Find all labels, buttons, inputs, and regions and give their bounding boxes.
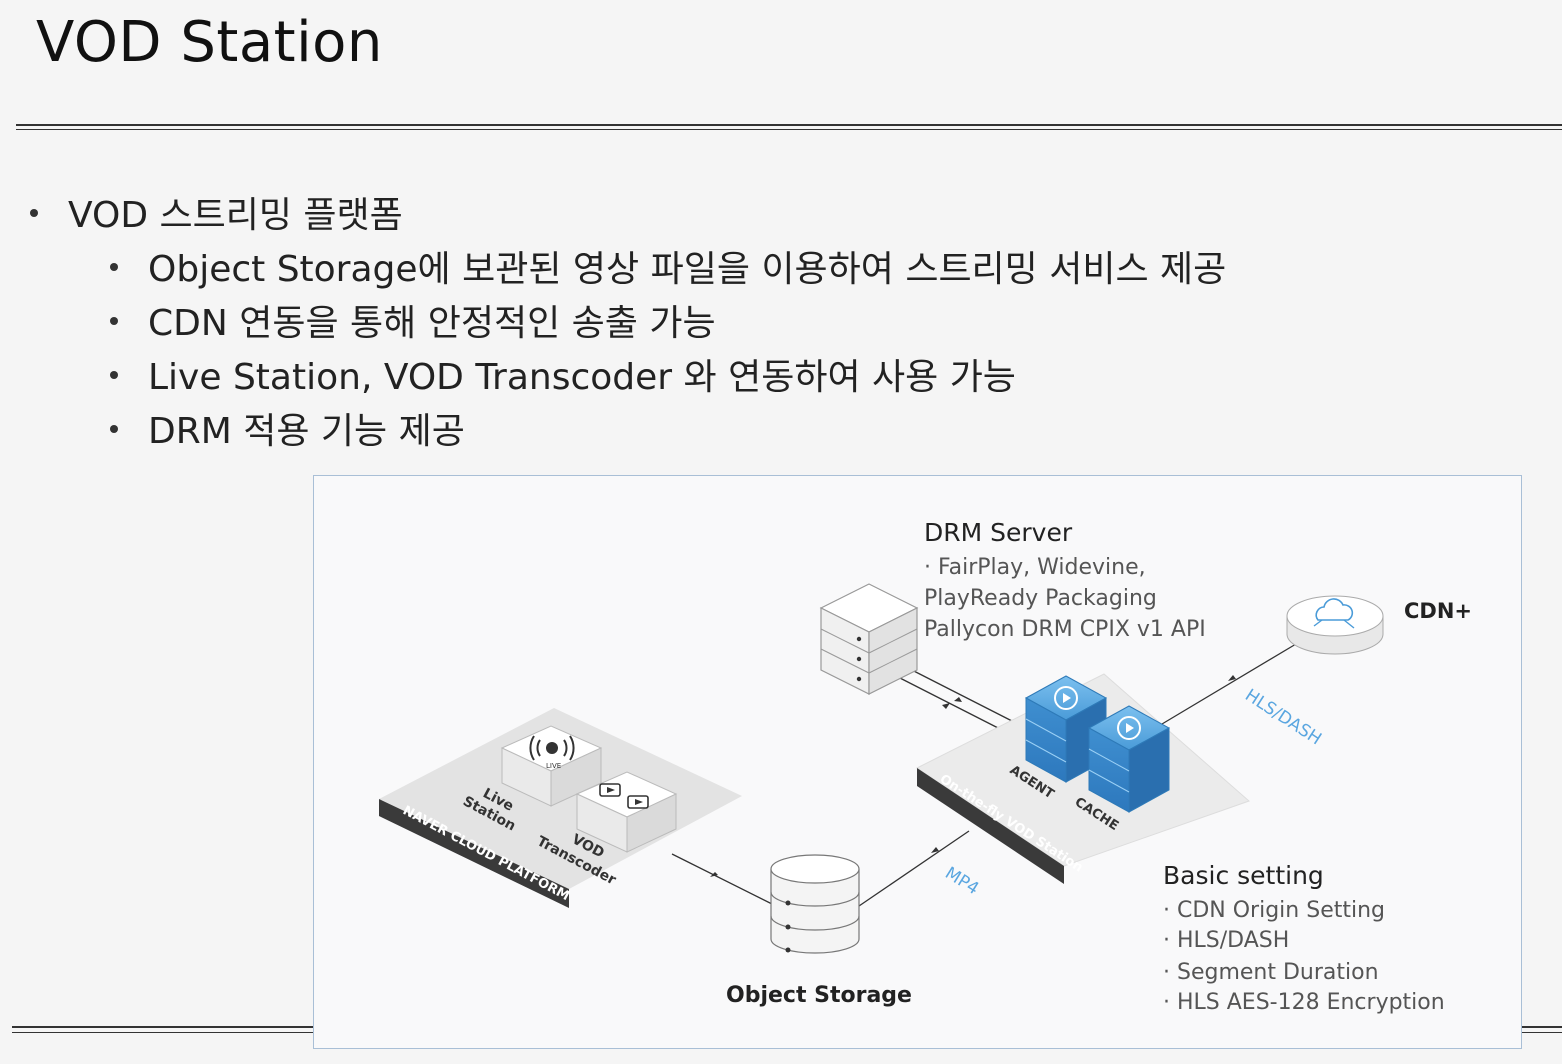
live-icon-text: LIVE [546, 762, 561, 770]
basic-setting-line-2: · HLS/DASH [1163, 928, 1289, 953]
architecture-diagram: NAVER CLOUD PLATFORM LIVE Live Station [313, 475, 1522, 1049]
basic-setting-line-3: · Segment Duration [1163, 960, 1379, 985]
arrowhead-icon [1228, 675, 1236, 681]
bullet-item: VOD 스트리밍 플랫폼 [30, 186, 403, 238]
cdn-label: CDN+ [1404, 599, 1472, 623]
bullet-dot-icon [110, 425, 118, 433]
drm-to-agent-line-2 [903, 665, 1013, 722]
arrowheads [710, 675, 1236, 877]
storage-to-otf-line [858, 830, 970, 907]
sub-bullet-item: DRM 적용 기능 제공 [110, 402, 465, 454]
otf-vod-station-block: On-the-fly VOD Station AGE [916, 673, 1250, 884]
header-divider [16, 124, 1562, 126]
bullet-text: CDN 연동을 통해 안정적인 송출 가능 [148, 303, 716, 344]
arrowhead-icon [954, 697, 962, 702]
mp4-label: MP4 [941, 863, 982, 899]
cache-to-cdn-line [1161, 643, 1297, 725]
arrowhead-icon [710, 872, 718, 877]
hls-dash-label: HLS/DASH [1241, 685, 1325, 749]
arrowhead-icon [942, 703, 950, 709]
connector-lines [671, 643, 1297, 907]
sub-bullet-item: CDN 연동을 통해 안정적인 송출 가능 [110, 294, 716, 346]
ncp-platform-band [379, 799, 569, 908]
drm-server-title: DRM Server [924, 518, 1073, 547]
diagram-canvas: NAVER CLOUD PLATFORM LIVE Live Station [379, 518, 1472, 1015]
bullet-text: VOD 스트리밍 플랫폼 [68, 195, 403, 236]
drm-to-agent-line-1 [895, 675, 1005, 732]
object-storage-icon [770, 854, 860, 954]
ncp-to-storage-line [671, 853, 777, 907]
bullet-dot-icon [110, 317, 118, 325]
object-storage-label: Object Storage [726, 983, 912, 1008]
drm-server-line-1: · FairPlay, Widevine, [924, 555, 1146, 580]
bullet-text: Object Storage에 보관된 영상 파일을 이용하여 스트리밍 서비스… [148, 249, 1227, 290]
drm-server-icon [819, 583, 919, 695]
cdn-icon [1286, 595, 1384, 655]
arrowhead-icon [931, 847, 939, 853]
drm-server-line-3: Pallycon DRM CPIX v1 API [924, 617, 1206, 642]
bullet-dot-icon [30, 209, 38, 217]
cache-server-stack-icon [1087, 705, 1171, 813]
ncp-platform-block: NAVER CLOUD PLATFORM LIVE Live Station [379, 708, 742, 908]
drm-server-line-2: PlayReady Packaging [924, 586, 1157, 611]
otf-platform-band [917, 768, 1064, 884]
vod-transcoder-box [575, 771, 678, 853]
cloud-icon [1315, 598, 1354, 621]
sub-bullet-item: Object Storage에 보관된 영상 파일을 이용하여 스트리밍 서비스… [110, 240, 1226, 292]
bullet-dot-icon [110, 371, 118, 379]
slide-title: VOD Station [36, 10, 383, 75]
transcode-icon [599, 783, 621, 797]
basic-setting-line-1: · CDN Origin Setting [1163, 898, 1385, 923]
live-broadcast-icon [546, 742, 558, 754]
bullet-dot-icon [110, 263, 118, 271]
header-divider-thin [16, 129, 1562, 130]
basic-setting-line-4: · HLS AES-128 Encryption [1163, 990, 1445, 1015]
sub-bullet-item: Live Station, VOD Transcoder 와 연동하여 사용 가… [110, 348, 1016, 400]
bullet-text: DRM 적용 기능 제공 [148, 411, 465, 452]
basic-setting-title: Basic setting [1163, 861, 1324, 890]
live-station-box: LIVE [500, 725, 603, 807]
bullet-text: Live Station, VOD Transcoder 와 연동하여 사용 가… [148, 357, 1016, 398]
